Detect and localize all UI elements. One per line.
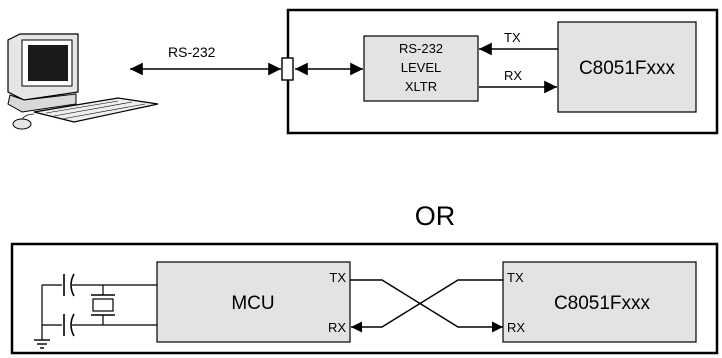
target-tx-label: TX <box>507 270 524 285</box>
level-translator-box <box>363 35 479 102</box>
or-separator: OR <box>415 201 456 231</box>
crystal-icon <box>91 294 115 316</box>
target-rx-label: RX <box>507 320 525 335</box>
rx-label: RX <box>504 68 522 83</box>
xltr-label-line3: XLTR <box>405 79 437 94</box>
connector-icon <box>281 57 294 81</box>
capacitor-icon <box>63 273 75 297</box>
xltr-label-line1: RS-232 <box>399 41 443 56</box>
crystal-circuit <box>34 273 157 349</box>
bottom-board-frame <box>10 242 719 355</box>
ground-icon <box>34 339 50 349</box>
mcu-rx-label: RX <box>328 320 346 335</box>
mcu-label: MCU <box>231 293 274 314</box>
target-box <box>502 261 697 343</box>
crossover-rx-line <box>351 279 503 333</box>
mcu-tx-label: TX <box>329 270 346 285</box>
target-label: C8051Fxxx <box>554 293 651 314</box>
capacitor-icon <box>63 313 75 337</box>
computer-icon <box>7 33 159 130</box>
tx-label: TX <box>504 30 521 45</box>
crossover-tx-line <box>350 279 503 333</box>
mcu-box <box>156 261 351 343</box>
target-mcu-box <box>557 21 697 113</box>
target-mcu-label: C8051Fxxx <box>579 58 676 79</box>
xltr-label-line2: LEVEL <box>401 60 441 75</box>
rs232-link-label: RS-232 <box>168 44 216 60</box>
